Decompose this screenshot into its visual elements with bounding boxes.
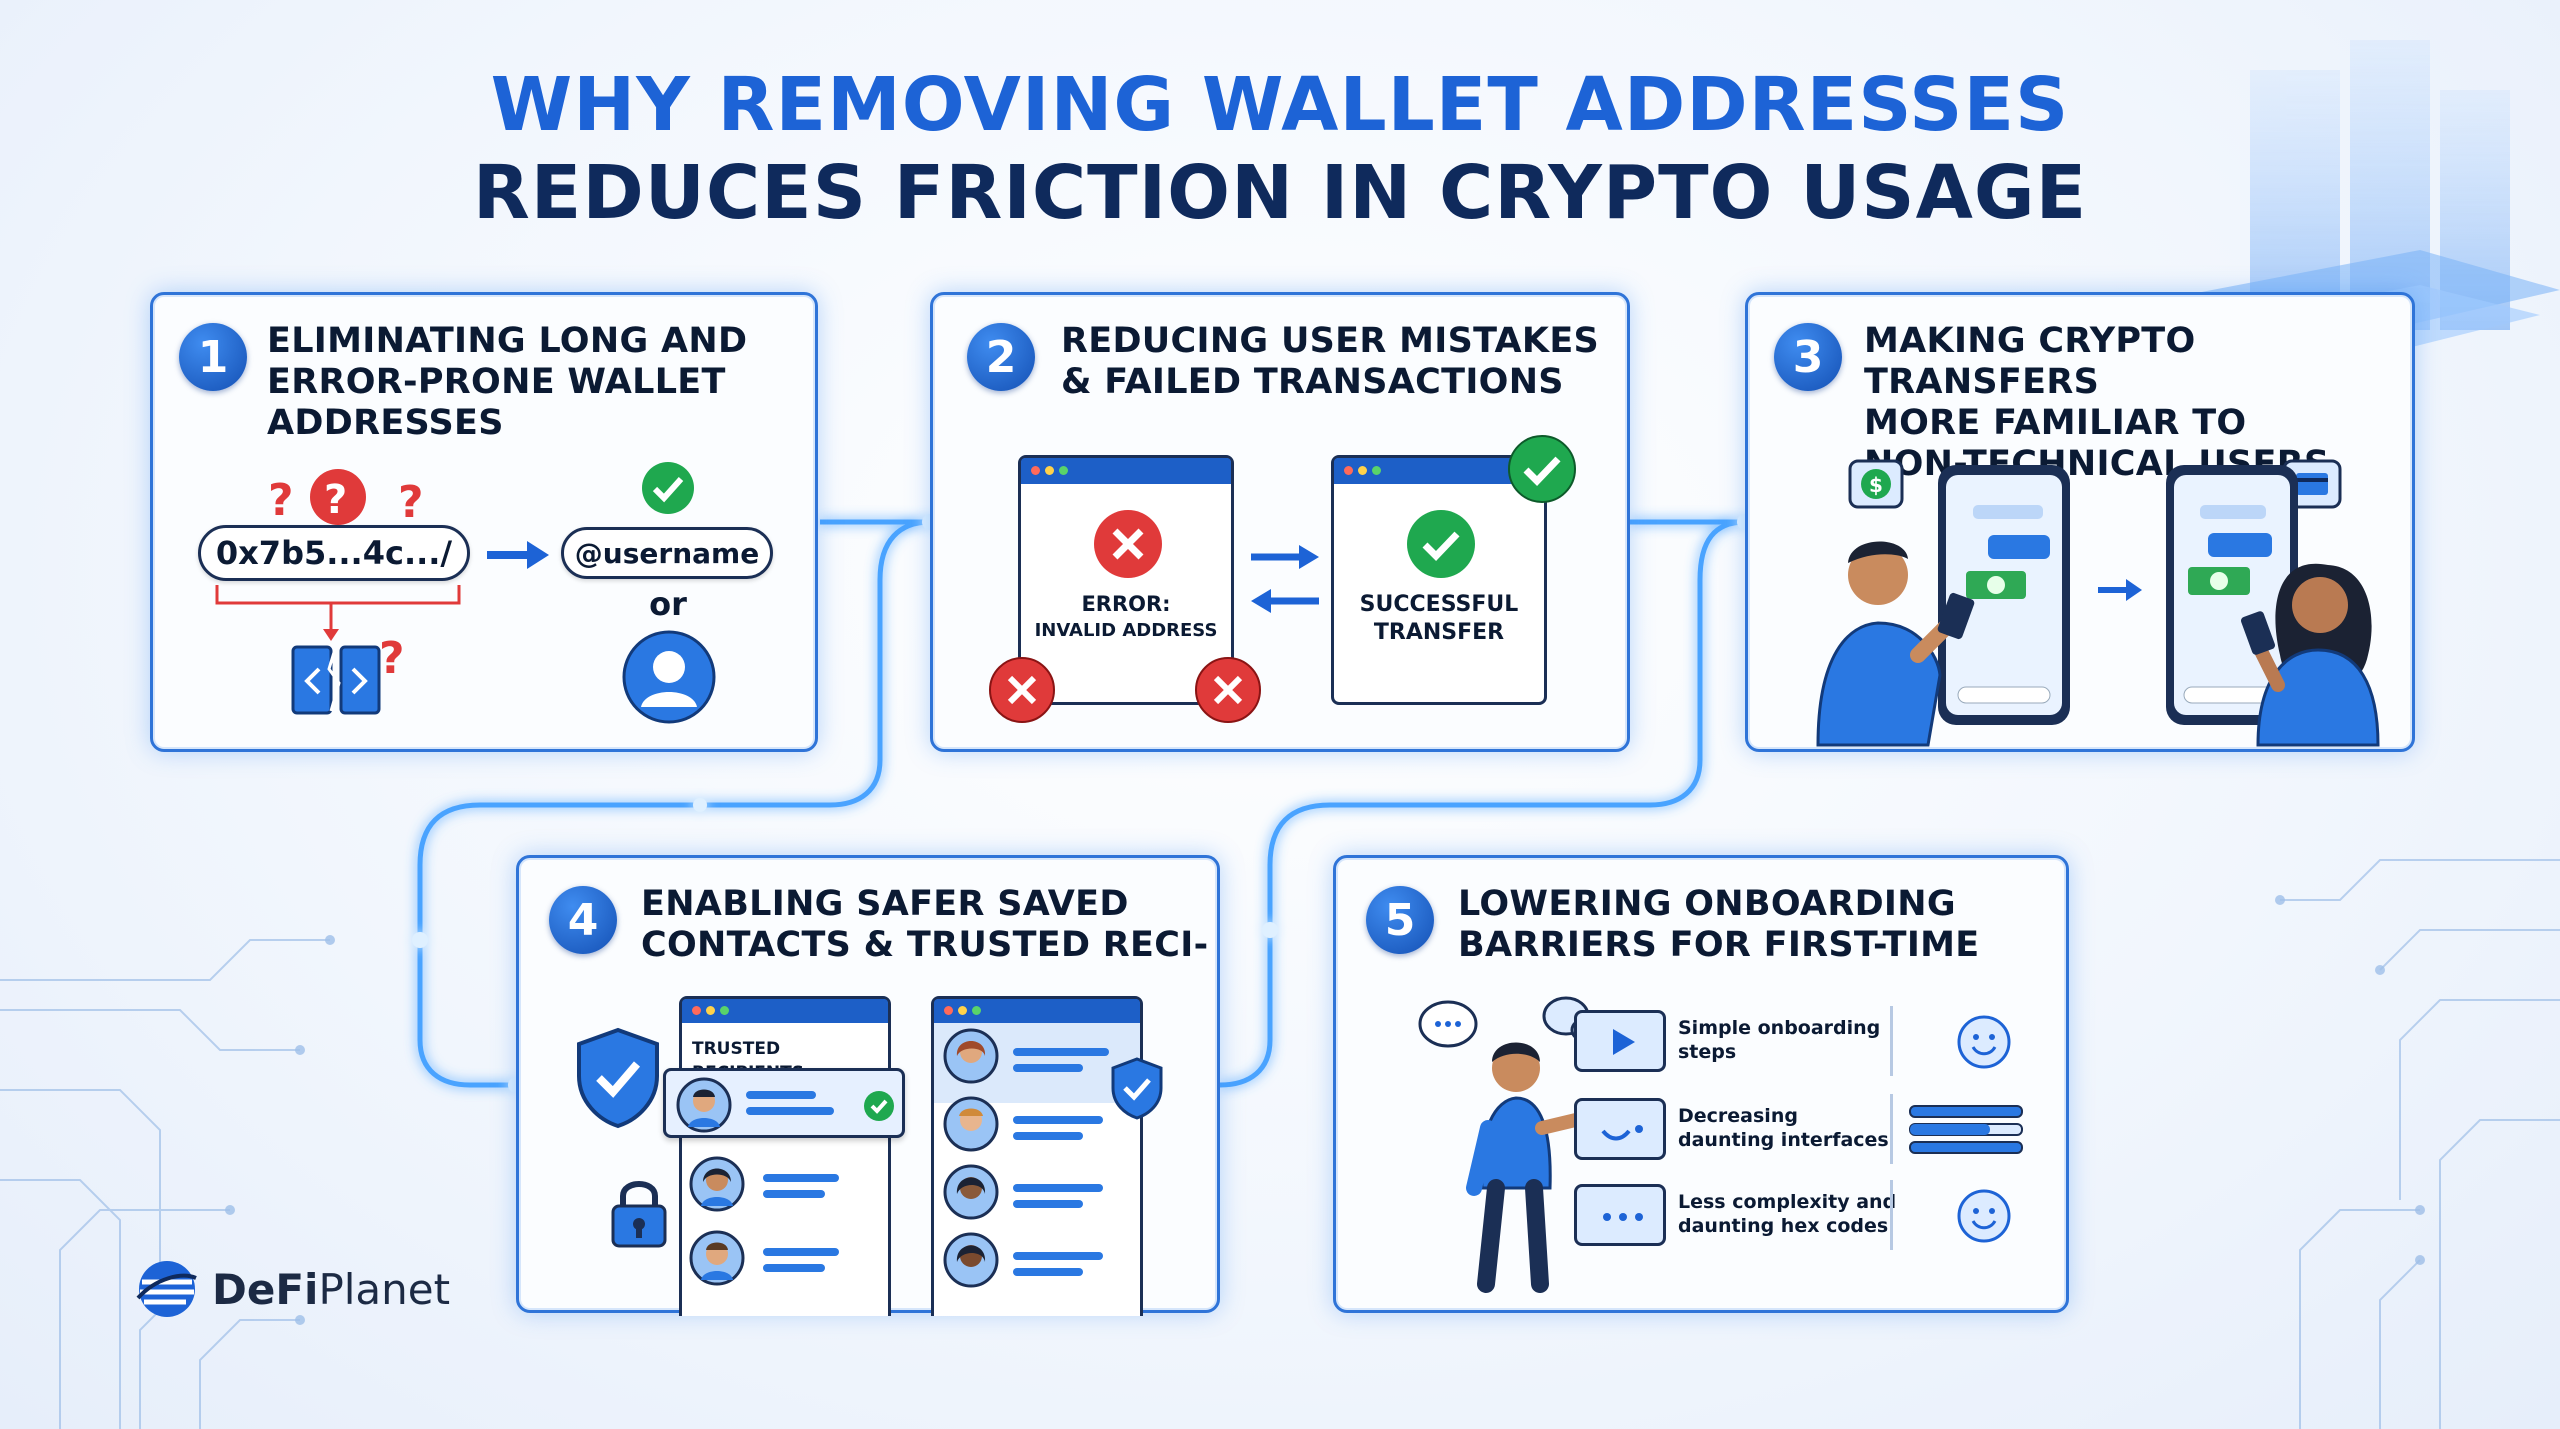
svg-text:?: ?	[268, 475, 294, 526]
window-title-bar	[682, 999, 888, 1023]
step-number-badge: 2	[967, 323, 1035, 391]
planet-logo-icon	[136, 1261, 197, 1317]
step-number-badge: 3	[1774, 323, 1842, 391]
avatar-icon	[943, 1164, 999, 1220]
chat-bubble-icon	[1418, 1000, 1478, 1048]
step-label: Decreasing daunting interfaces	[1678, 1105, 1889, 1151]
error-x-icon	[1195, 657, 1261, 723]
shield-check-icon	[577, 1027, 659, 1129]
list-item[interactable]	[689, 1156, 879, 1216]
user-avatar-icon	[622, 630, 716, 724]
headline-line-2: REDUCES FRICTION IN CRYPTO USAGE	[472, 150, 2088, 236]
success-check-icon	[1508, 435, 1576, 503]
woman-figure	[2241, 563, 2380, 747]
card-saved-contacts: 4 ENABLING SAFER SAVED CONTACTS & TRUSTE…	[516, 855, 1220, 1316]
avatar-icon	[943, 1232, 999, 1288]
smile-icon	[1957, 1015, 2011, 1069]
or-label: or	[649, 585, 687, 623]
card-familiar-transfers: 3 MAKING CRYPTO TRANSFERS MORE FAMILIAR …	[1745, 292, 2415, 752]
gesture-card-icon	[1574, 1098, 1666, 1160]
smile-icon	[1957, 1189, 2011, 1243]
headline-line-1: WHY REMOVING WALLET ADDRESSES	[490, 62, 2070, 148]
padlock-icon	[611, 1181, 667, 1248]
dollar-bubble-icon: $	[1848, 459, 1904, 509]
error-detail: INVALID ADDRESS	[1034, 620, 1218, 641]
card-eliminating-addresses: 1 ELIMINATING LONG AND ERROR-PRONE WALLE…	[150, 292, 818, 752]
arrow-right-icon	[487, 541, 549, 569]
avatar-icon	[689, 1230, 745, 1286]
circuit-traces-left	[0, 939, 330, 1429]
circuit-traces-right	[2280, 859, 2560, 1429]
step-number-badge: 5	[1366, 886, 1434, 954]
step-number-badge: 4	[549, 886, 617, 954]
flow-connectors	[417, 519, 1746, 1088]
card-reducing-mistakes: 2 REDUCING USER MISTAKES & FAILED TRANSA…	[930, 292, 1630, 752]
avatar-icon	[689, 1156, 745, 1212]
window-title-bar	[1021, 458, 1231, 484]
check-circle-icon	[642, 462, 694, 514]
peer-to-peer-transfer-illustration: $	[1816, 459, 2380, 747]
card-title: ENABLING SAFER SAVED CONTACTS & TRUSTED …	[641, 884, 1209, 965]
onboarding-step-interfaces: Decreasing daunting interfaces	[1574, 1094, 2044, 1164]
success-window: SUCCESSFUL TRANSFER	[1331, 455, 1547, 705]
underline-bracket-icon: ?	[215, 585, 461, 681]
defi-planet-logo: DeFiPlanet	[136, 1258, 450, 1320]
success-label-line-1: SUCCESSFUL	[1359, 592, 1519, 617]
card-lowering-onboarding: 5 LOWERING ONBOARDING BARRIERS FOR FIRST…	[1333, 855, 2069, 1313]
success-label-line-2: TRANSFER	[1373, 620, 1505, 645]
brand-name: DeFiPlanet	[212, 1264, 451, 1314]
svg-text:?: ?	[398, 477, 424, 528]
success-check-icon	[1407, 510, 1475, 578]
card-title: LOWERING ONBOARDING BARRIERS FOR FIRST-T…	[1458, 884, 1980, 965]
contact-avatars	[943, 1028, 1109, 1288]
swap-arrows-icon	[1251, 545, 1319, 613]
window-title-bar	[934, 999, 1140, 1023]
wallet-address-pill: 0x7b5...4c.../	[198, 525, 470, 581]
avatar-icon	[943, 1028, 999, 1084]
step-label: Simple onboarding steps	[1678, 1017, 1881, 1063]
step-number-badge: 1	[179, 323, 247, 391]
onboarding-step-simple: Simple onboarding steps	[1574, 1006, 2044, 1076]
list-item-selected[interactable]	[663, 1068, 905, 1138]
step-label: Less complexity and daunting hex codes	[1678, 1191, 1897, 1237]
svg-text:?: ?	[379, 633, 405, 681]
dots-card-icon	[1574, 1184, 1666, 1246]
card-title: REDUCING USER MISTAKES & FAILED TRANSACT…	[1061, 321, 1600, 402]
card-title: ELIMINATING LONG AND ERROR-PRONE WALLET …	[267, 321, 748, 443]
error-window: ERROR: INVALID ADDRESS	[1018, 455, 1234, 705]
progress-bars-icon	[1909, 1105, 2023, 1154]
question-marks-icon: ? ? ?	[268, 469, 424, 528]
avatar-icon	[943, 1096, 999, 1152]
verified-check-icon	[864, 1091, 894, 1121]
man-figure	[1816, 541, 1975, 747]
list-item[interactable]	[689, 1230, 879, 1290]
username-pill: @username	[561, 527, 773, 579]
error-x-icon	[989, 657, 1055, 723]
broken-code-file-icon	[291, 645, 381, 715]
play-card-icon	[1574, 1010, 1666, 1072]
svg-text:$: $	[1869, 473, 1883, 497]
error-x-icon	[1094, 510, 1162, 578]
svg-text:?: ?	[324, 477, 347, 523]
onboarding-step-complexity: Less complexity and daunting hex codes	[1574, 1180, 2044, 1250]
error-title: ERROR:	[1081, 592, 1171, 616]
avatar-icon	[676, 1077, 732, 1133]
shield-check-icon	[1111, 1057, 1163, 1120]
